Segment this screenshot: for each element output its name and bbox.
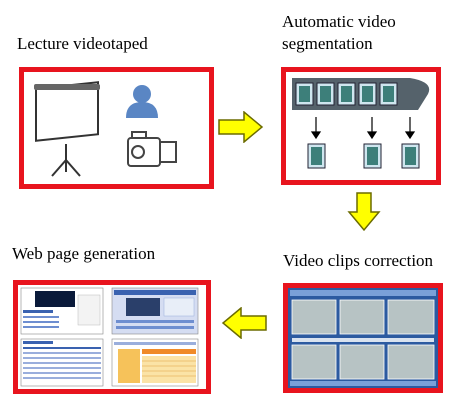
step-box-webpage (13, 280, 211, 394)
down-arrows (310, 117, 416, 140)
step-box-correction (283, 283, 443, 393)
arrow-right-icon (218, 111, 264, 143)
step-box-segmentation (281, 67, 441, 185)
lecture-illustration (34, 81, 177, 177)
arrow-down-icon (347, 192, 381, 232)
video-camera-icon (127, 131, 177, 167)
step-label-correction: Video clips correction (283, 251, 434, 270)
segmentation-illustration (292, 78, 430, 169)
arrow-left-icon (221, 307, 267, 339)
webpage-screenshots (20, 287, 199, 387)
clip-frames (307, 143, 420, 169)
person-icon (126, 85, 158, 118)
correction-screenshot (288, 288, 438, 388)
step-box-lecture (19, 67, 214, 189)
step-label-lecture: Lecture videotaped (17, 34, 148, 53)
film-strip-icon (292, 78, 430, 110)
step-label-segmentation-line1: Automatic video (282, 12, 396, 31)
projector-screen-icon (34, 81, 100, 177)
step-label-webpage: Web page generation (12, 244, 156, 263)
step-label-segmentation-line2: segmentation (282, 34, 373, 53)
